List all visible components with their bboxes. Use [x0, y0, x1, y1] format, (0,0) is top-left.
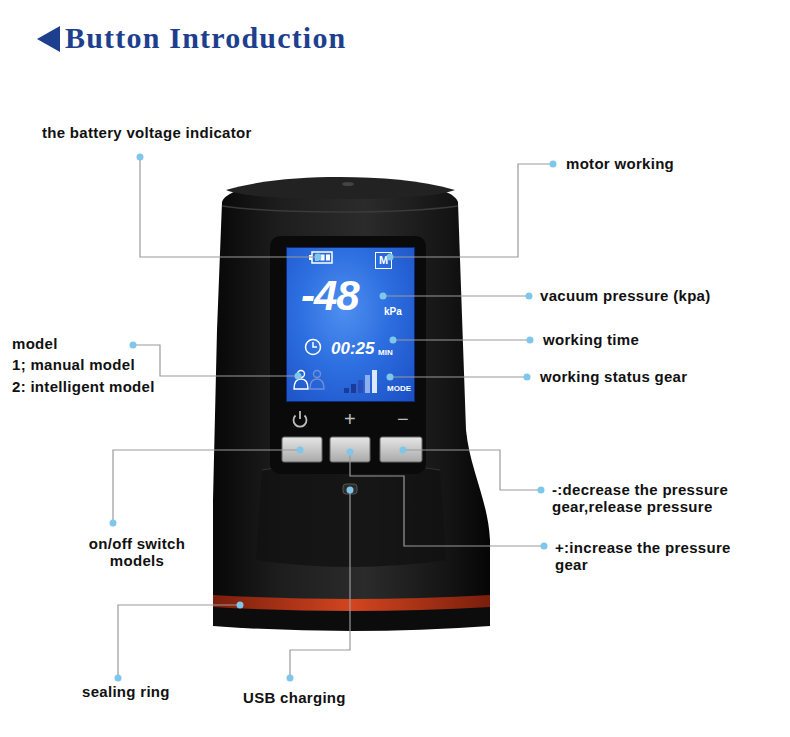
gear-bar: [372, 370, 377, 393]
callout-label: working status gear: [540, 368, 687, 385]
usb-port: [343, 484, 357, 494]
gear-bar: [358, 380, 363, 393]
leader-dot: [237, 602, 244, 609]
leader-dot: [380, 293, 387, 300]
motor-indicator: M: [376, 255, 391, 266]
time-reading: 00:25: [331, 340, 374, 357]
leader-dot: [115, 675, 122, 682]
button-symbol: +: [340, 409, 360, 429]
screen-icons: [294, 252, 377, 393]
leader-dot: [347, 449, 354, 456]
leader-line: [350, 452, 544, 546]
callout-label: +:increase the pressure gear: [555, 539, 761, 573]
callout-label: -:decrease the pressure gear,release pre…: [552, 481, 764, 515]
plus-button: [330, 437, 370, 462]
power-button: [282, 437, 322, 462]
leader-dot: [110, 520, 117, 527]
leader-line: [140, 157, 318, 257]
leader-dot: [527, 337, 534, 344]
person-icon-dim: [314, 371, 321, 378]
leader-dot: [130, 342, 137, 349]
leader-line: [390, 376, 527, 377]
power-symbol-bar: [299, 411, 301, 419]
leader-line: [393, 339, 530, 340]
front-panel: [270, 236, 426, 474]
person-icon: [294, 379, 308, 389]
callout-label: vacuum pressure (kpa): [540, 287, 711, 304]
pressure-unit: kPa: [384, 307, 402, 317]
page-title: Button Introduction: [65, 21, 346, 55]
leader-dot: [347, 487, 354, 494]
callout-label: motor working: [566, 155, 674, 172]
minus-button: [380, 437, 422, 462]
battery-bar: [315, 255, 319, 261]
battery-tip: [309, 255, 312, 260]
callout-label: USB charging: [243, 689, 346, 706]
leader-dot: [400, 447, 407, 454]
leader-line: [118, 605, 240, 678]
leader-dot: [295, 373, 302, 380]
leader-lines: [113, 157, 553, 678]
device-body: [213, 178, 490, 599]
callout-label: sealing ring: [82, 683, 170, 700]
battery-icon: [312, 252, 332, 263]
leader-dot: [315, 254, 322, 261]
leader-line: [403, 450, 541, 490]
leader-dot: [287, 675, 294, 682]
leader-dot: [390, 337, 397, 344]
callout-label: model: [12, 335, 58, 352]
lower-front-panel: [256, 463, 446, 568]
gear-bar: [351, 384, 356, 393]
leader-dot: [387, 374, 394, 381]
leader-dot: [526, 293, 533, 300]
callout-label: working time: [543, 331, 639, 348]
clock-icon: [306, 340, 321, 355]
mode-label: MODE: [387, 385, 411, 393]
cap-seam: [222, 206, 458, 212]
motor-indicator-box: M: [375, 252, 392, 269]
leader-dot: [541, 543, 548, 550]
leader-line: [290, 490, 350, 678]
button-symbol: −: [392, 409, 414, 429]
leader-dot: [524, 374, 531, 381]
lcd-screen: M -48 kPa 00:25MIN MODE: [286, 247, 415, 402]
leader-dot: [297, 447, 304, 454]
leader-dot: [538, 487, 545, 494]
gear-bar: [344, 388, 349, 393]
leader-line: [113, 450, 300, 523]
clock-hands: [313, 342, 317, 347]
pressure-reading: -48: [301, 275, 359, 317]
title-marker: [37, 26, 60, 52]
callout-label: 1; manual model: [12, 356, 135, 373]
person-icon-dim: [310, 379, 324, 389]
callout-label: 2: intelligent model: [12, 378, 155, 395]
device-top-cap: [226, 177, 455, 199]
person-icon: [298, 371, 305, 378]
callout-label: the battery voltage indicator: [42, 124, 252, 141]
leader-line: [390, 164, 553, 257]
time-unit: MIN: [378, 349, 393, 357]
leader-line: [383, 295, 529, 296]
leader-dot: [137, 154, 144, 161]
battery-bar: [326, 255, 330, 261]
leader-dot: [387, 254, 394, 261]
callout-label: on/off switch models: [78, 535, 196, 569]
leader-dots: [110, 154, 557, 682]
leader-dot: [550, 161, 557, 168]
top-hole: [342, 182, 354, 186]
gear-bar: [365, 375, 370, 393]
leader-line: [133, 345, 298, 376]
battery-bar: [321, 255, 325, 261]
